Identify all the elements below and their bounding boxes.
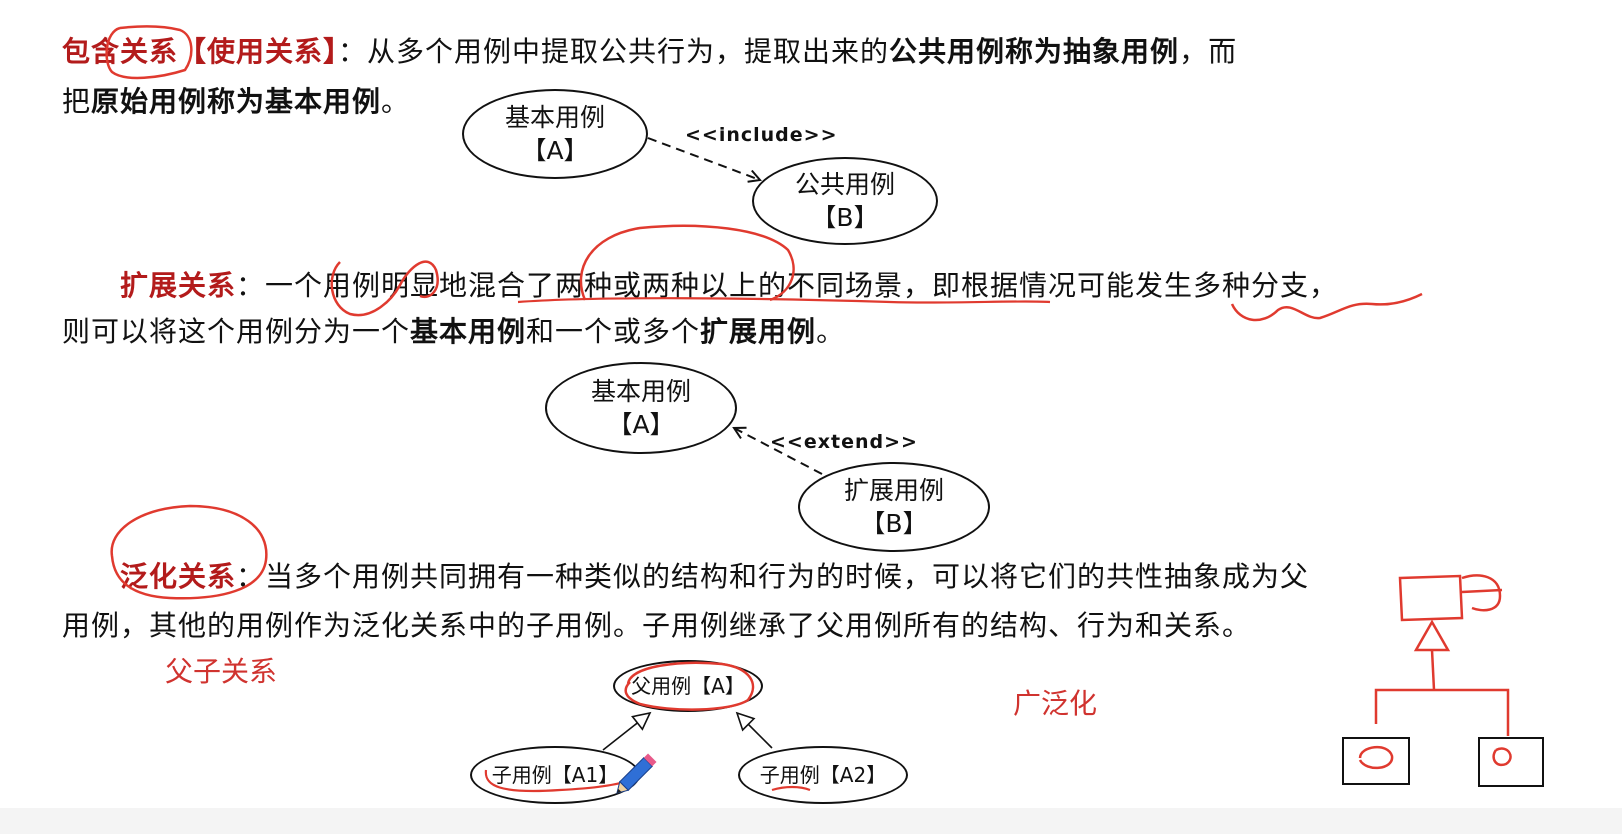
extend-paragraph-line2: 则可以将这个用例分为一个基本用例和一个或多个扩展用例。: [62, 308, 845, 356]
ink-underline-child2: [771, 785, 811, 792]
ink-arc-liangzhong: [579, 224, 795, 302]
sketch-box-right: [1478, 737, 1544, 787]
include-paragraph-line2: 把原始用例称为基本用例。: [62, 78, 410, 126]
ink-circle-fanhua: [110, 504, 268, 600]
include-connector: [647, 137, 760, 180]
child1-usecase-label: 子用例【A1】: [491, 763, 619, 787]
include-common-id: 【B】: [811, 203, 879, 232]
generalization-paragraph-line1: 泛化关系：当多个用例共同拥有一种类似的结构和行为的时候，可以将它们的共性抽象成为…: [120, 553, 1309, 601]
include-paragraph-line1: 包含关系【使用关系】：从多个用例中提取公共行为，提取出来的公共用例称为抽象用例，…: [62, 28, 1237, 76]
generalization-term: 泛化关系: [120, 560, 237, 593]
bottom-strip: [0, 808, 1622, 834]
extend-bold-2: 扩展用例: [700, 315, 817, 348]
extend-base-name: 基本用例: [590, 377, 691, 406]
include-bold-1: 公共用例称为抽象用例: [889, 35, 1180, 68]
extend-text-3: 和一个或多个: [526, 315, 701, 348]
include-text-2: ，而: [1179, 35, 1238, 68]
ink-class-sketch: [1358, 574, 1512, 769]
include-sep: ：: [338, 35, 368, 68]
extend-ext-name: 扩展用例: [843, 476, 944, 505]
extend-ext-id: 【B】: [860, 509, 928, 538]
parent-usecase-label: 父用例【A】: [631, 674, 745, 698]
include-bold-2: 原始用例称为基本用例: [91, 85, 382, 118]
extend-connector: [734, 428, 823, 475]
extend-term: 扩展关系: [120, 269, 237, 302]
ink-circle-bao: [105, 25, 193, 80]
include-common-usecase: 公共用例 【B】: [752, 157, 938, 245]
child2-usecase: 子用例【A2】: [738, 746, 908, 804]
note-broad-generalization: 广泛化: [1013, 687, 1098, 720]
include-base-usecase: 基本用例 【A】: [462, 89, 648, 179]
sketch-box-left: [1342, 737, 1410, 785]
extend-bold-1: 基本用例: [410, 315, 527, 348]
note-parent-child: 父子关系: [165, 655, 278, 688]
extend-sep: ：: [236, 269, 266, 302]
ink-underline-changjing: [517, 297, 1051, 304]
generalization-connector-1: [602, 711, 652, 751]
generalization-text-2: 用例，其他的用例作为泛化关系中的子用例。子用例继承了父用例所有的结构、行为和关系…: [62, 609, 1252, 642]
extend-base-usecase: 基本用例 【A】: [545, 362, 737, 454]
include-common-name: 公共用例: [794, 170, 895, 199]
extend-text-1: 一个用例明显地混合了两种或两种以上的不同场景，即根据情况可能发生多种分支，: [265, 269, 1339, 302]
extend-paragraph-line1: 扩展关系：一个用例明显地混合了两种或两种以上的不同场景，即根据情况可能发生多种分…: [120, 262, 1338, 310]
include-base-name: 基本用例: [504, 103, 605, 132]
ink-underline-child1: [484, 769, 631, 793]
include-stereotype: <<include>>: [685, 124, 838, 146]
generalization-connector-2: [735, 711, 773, 749]
ink-circle-yongli: [330, 260, 439, 317]
extend-ext-usecase: 扩展用例 【B】: [798, 462, 990, 552]
ink-wave-fenzhi: [1230, 292, 1423, 322]
pencil-icon: [616, 753, 657, 794]
generalization-paragraph-line2: 用例，其他的用例作为泛化关系中的子用例。子用例继承了父用例所有的结构、行为和关系…: [62, 602, 1251, 650]
child2-usecase-label: 子用例【A2】: [759, 763, 887, 787]
child1-usecase: 子用例【A1】: [470, 746, 640, 804]
ink-oval-parent: [624, 661, 755, 711]
include-text-1: 从多个用例中提取公共行为，提取出来的: [367, 35, 890, 68]
include-base-id: 【A】: [521, 136, 589, 165]
include-text-3: 把: [62, 85, 92, 118]
generalization-text-1: 当多个用例共同拥有一种类似的结构和行为的时候，可以将它们的共性抽象成为父: [265, 560, 1310, 593]
extend-base-id: 【A】: [607, 410, 675, 439]
include-text-4: 。: [381, 85, 411, 118]
extend-text-2: 则可以将这个用例分为一个: [62, 315, 411, 348]
extend-stereotype: <<extend>>: [770, 431, 918, 453]
extend-text-4: 。: [816, 315, 846, 348]
